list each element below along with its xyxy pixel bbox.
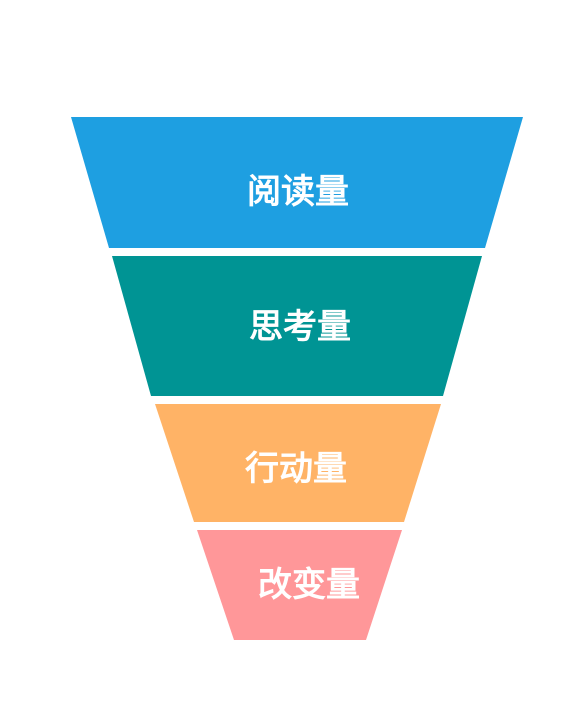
funnel-band-change xyxy=(197,530,402,640)
funnel-label-change: 改变量 xyxy=(258,565,360,605)
funnel-stage-change: 改变量 xyxy=(197,530,402,640)
funnel-stage-thinking: 思考量 xyxy=(112,256,482,396)
funnel-label-reading: 阅读量 xyxy=(247,172,349,212)
funnel-band-reading xyxy=(71,117,523,248)
funnel-band-thinking xyxy=(112,256,482,396)
funnel-label-action: 行动量 xyxy=(245,449,347,489)
funnel-band-action xyxy=(155,404,441,522)
funnel-stage-reading: 阅读量 xyxy=(71,117,523,248)
funnel-label-thinking: 思考量 xyxy=(249,307,351,347)
funnel-stage-action: 行动量 xyxy=(155,404,441,522)
